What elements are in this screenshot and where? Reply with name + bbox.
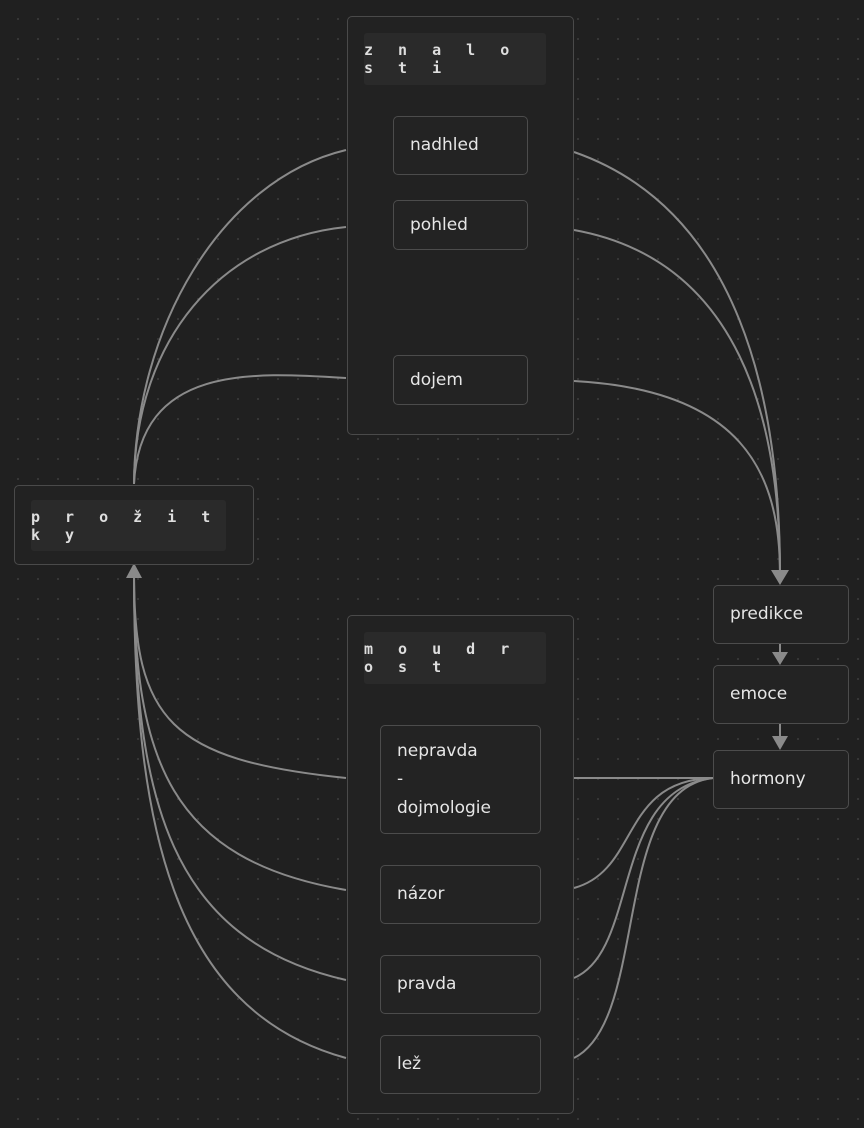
edge-dojem-predikce — [573, 380, 781, 575]
node-label: pravda — [397, 974, 457, 995]
edge-nadhled-prozitky — [133, 149, 347, 485]
node-dojem[interactable]: dojem — [393, 355, 528, 405]
node-label: pohled — [410, 214, 468, 235]
node-emoce[interactable]: emoce — [713, 665, 849, 724]
node-label: emoce — [730, 684, 788, 705]
edge-pohled-prozitky — [133, 226, 347, 485]
arrowhead-predikce — [771, 570, 789, 585]
node-nazor[interactable]: názor — [380, 865, 541, 924]
node-label: lež — [397, 1054, 422, 1075]
node-label-line-1: nepravda — [397, 740, 478, 761]
edge-lez-prozitky — [133, 573, 347, 1059]
node-label: dojem — [410, 369, 463, 390]
node-label-line-2: - — [397, 769, 404, 790]
edge-nadhled-predikce — [573, 151, 781, 575]
arrowhead-emoce — [772, 652, 788, 665]
arrowhead-hormony — [772, 736, 788, 750]
edge-pravda-hormony — [573, 777, 714, 979]
node-nepravda[interactable]: nepravda - dojmologie — [380, 725, 541, 834]
edge-dojem-prozitky — [133, 374, 347, 485]
node-nadhled[interactable]: nadhled — [393, 116, 528, 175]
node-label: nadhled — [410, 135, 479, 156]
edge-nazor-hormony — [573, 777, 714, 889]
node-predikce[interactable]: predikce — [713, 585, 849, 644]
edge-pohled-predikce — [573, 229, 781, 575]
node-lez[interactable]: lež — [380, 1035, 541, 1094]
group-moudrost[interactable]: m o u d r o s t — [347, 615, 574, 1114]
node-label: názor — [397, 884, 445, 905]
edge-nepravda-prozitky — [133, 573, 347, 779]
node-hormony[interactable]: hormony — [713, 750, 849, 809]
node-label-line-3: dojmologie — [397, 797, 491, 818]
edge-lez-hormony — [573, 777, 714, 1059]
node-pravda[interactable]: pravda — [380, 955, 541, 1014]
group-title-znalosti: z n a l o s t i — [364, 33, 546, 85]
arrowhead-prozitky — [126, 563, 142, 578]
node-pohled[interactable]: pohled — [393, 200, 528, 250]
group-title-moudrost: m o u d r o s t — [364, 632, 546, 684]
node-label: predikce — [730, 604, 804, 625]
node-label: hormony — [730, 769, 806, 790]
group-title-prozitky: p r o ž i t k y — [31, 500, 226, 551]
group-prozitky[interactable]: p r o ž i t k y — [14, 485, 254, 565]
edge-nazor-prozitky — [133, 573, 347, 891]
